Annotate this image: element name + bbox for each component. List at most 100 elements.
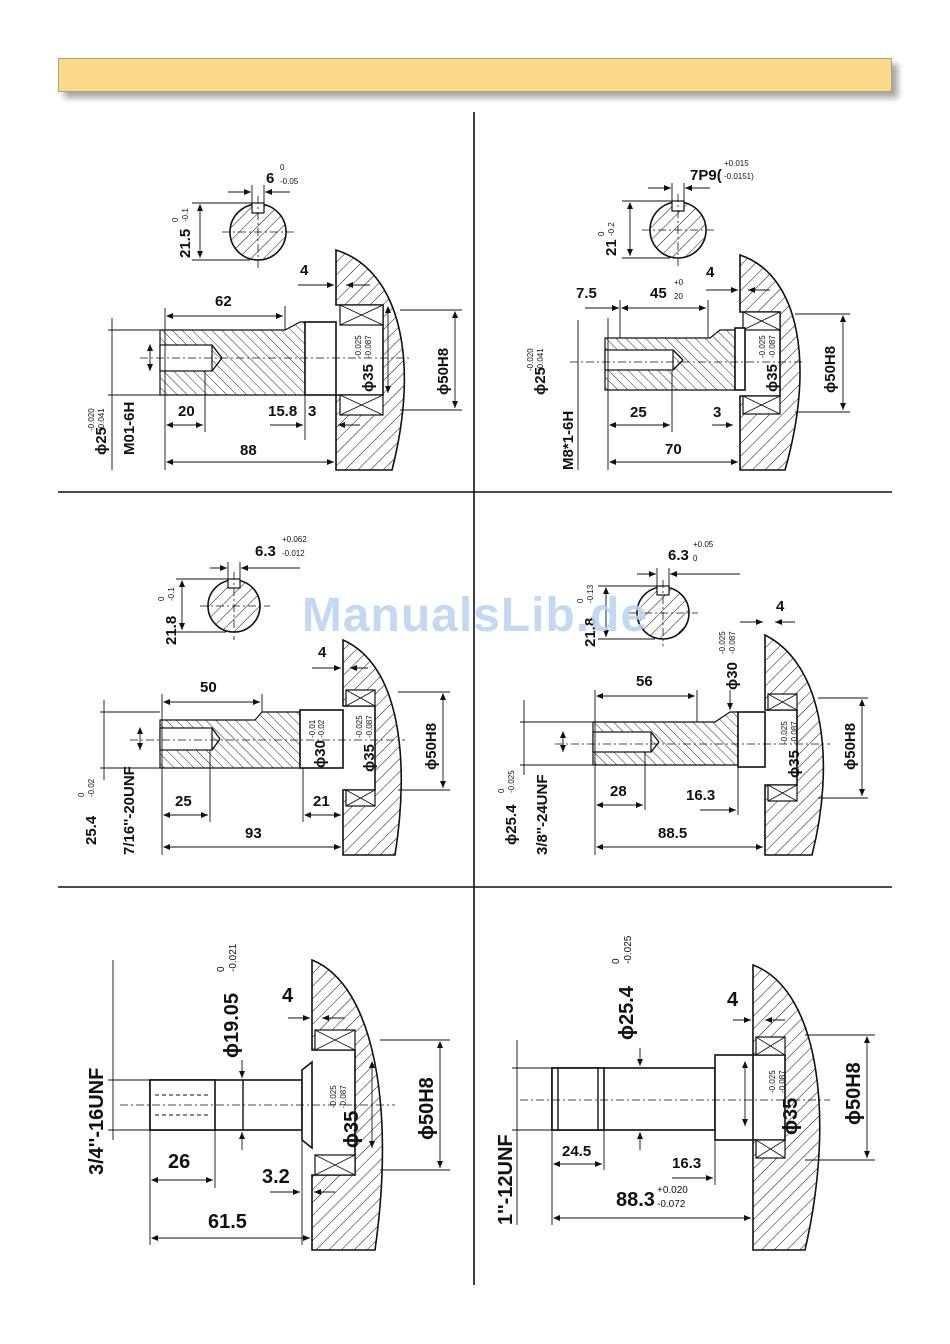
key-depth-label: 21.5 [177, 229, 194, 258]
dim-88: 88 [240, 442, 257, 459]
key-width-tol-top: 0 [280, 163, 285, 172]
dim-4-p4: 4 [776, 598, 785, 615]
shaft-dia-5-tol-bot: -0.021 [228, 943, 239, 972]
panel-2-m8-shaft: 7P9( +0.015 -0.0151) 21 0 -0.2 7.5 45 +0… [526, 159, 850, 471]
panel-1-m10-shaft: 6 0 -0.05 21.5 0 -0.1 62 4 20 15.8 [87, 163, 462, 471]
dim-45: 45 [650, 285, 667, 302]
bore-4-tol-bot: -0.087 [790, 721, 799, 744]
key-width-3-tol-bot: -0.012 [282, 549, 305, 558]
key-section-2 [622, 183, 716, 266]
key-depth-label-3: 21.8 [163, 616, 180, 645]
key-depth-2-tol-top: 0 [597, 231, 606, 236]
key-width-3-tol-top: +0.062 [282, 535, 307, 544]
dim-93: 93 [245, 825, 262, 842]
shaft-dia-4-tol-bot: -0.025 [507, 770, 516, 793]
panel-4-3-8unf-shaft: 6.3 +0.05 0 21.8 0 -0.13 56 4 28 16.3 88… [497, 540, 868, 856]
shaft-dia-5-tol-top: 0 [216, 966, 227, 972]
dim-88-5: 88.5 [658, 825, 687, 842]
key-depth-label-2: 21 [603, 239, 620, 256]
shaft-dia-2-tol-top: -0.020 [526, 348, 535, 371]
key-depth-4-tol-bot: -0.13 [586, 584, 595, 603]
bore-4-tol-top: -0.025 [780, 721, 789, 744]
bore-6-tol-top: -0.025 [768, 1070, 777, 1093]
thread-1: M01-6H [121, 402, 138, 455]
dim-28: 28 [610, 783, 627, 800]
dim-56: 56 [636, 673, 653, 690]
dim-3: 3 [308, 403, 316, 420]
dim-50: 50 [200, 679, 217, 696]
shaft-dia-3-tol-top: 0 [77, 792, 86, 797]
housing-2: ϕ50H8 [822, 346, 839, 393]
bore-1-tol-bot: -0.087 [364, 335, 373, 358]
dim-25-p3: 25 [175, 793, 192, 810]
dim-88-3-tol-bot: -0.072 [657, 1199, 686, 1210]
neck-4-tol-bot: -0.087 [728, 631, 737, 654]
shaft-dia-1: ϕ25 [93, 427, 110, 455]
dim-4-p6: 4 [727, 989, 739, 1011]
bore-4: ϕ35 [786, 750, 803, 778]
key-depth-2-tol-bot: -0.2 [607, 222, 616, 236]
dim-61-5: 61.5 [208, 1211, 247, 1233]
watermark: ManualsLib.de [301, 589, 649, 642]
housing-section-2 [739, 253, 801, 471]
housing-section-1 [335, 248, 406, 471]
bore-5-tol-top: -0.025 [329, 1085, 338, 1108]
bore-6-tol-bot: -0.087 [778, 1070, 787, 1093]
neck-3: ϕ30 [312, 740, 329, 768]
bore-3: ϕ35 [361, 744, 378, 772]
panel-3-7-16unf-shaft: 6.3 +0.062 -0.012 21.8 0 -0.1 50 4 25 21 [77, 535, 450, 856]
dim-4: 4 [300, 262, 309, 279]
shaft-dia-6-tol-bot: -0.025 [623, 935, 634, 964]
key-fit-tol-bot: -0.0151) [724, 172, 754, 181]
housing-1: ϕ50H8 [435, 348, 452, 395]
key-width-tol-bot: -0.05 [280, 177, 299, 186]
key-width-4-tol-top: +0.05 [693, 540, 714, 549]
dim-62: 62 [215, 293, 232, 310]
thread-5: 3/4''-16UNF [86, 1068, 108, 1175]
key-depth-tol-top: 0 [171, 217, 180, 222]
dim-3-p2: 3 [713, 404, 721, 421]
key-width-4-tol-bot: 0 [693, 554, 698, 563]
panel-6-1-12unf-shaft: 1''-12UNF ϕ25.4 0 -0.025 4 24.5 16.3 88.… [495, 935, 875, 1251]
dim-16-3-p4: 16.3 [686, 787, 715, 804]
dim-25-p2: 25 [630, 404, 647, 421]
key-fit-label: 7P9( [690, 167, 722, 184]
key-section-3 [176, 562, 300, 640]
shaft-dia-4-tol-top: 0 [497, 788, 506, 793]
bore-3-tol-bot: -0.087 [365, 715, 374, 738]
dim-4-p5: 4 [282, 985, 294, 1007]
key-depth-3-tol-top: 0 [157, 596, 166, 601]
thread-2: M8*1-6H [560, 411, 577, 470]
neck-4-tol-top: -0.025 [718, 631, 727, 654]
shaft-dia-2: ϕ25 [532, 367, 549, 395]
header-bar [58, 58, 892, 92]
housing-section-6 [752, 963, 821, 1251]
neck-3-tol-top: -0.01 [308, 719, 317, 738]
dim-45-tol-bot: 20 [674, 292, 683, 301]
dim-24-5: 24.5 [562, 1143, 591, 1160]
key-section-1 [192, 185, 296, 268]
key-depth-4-tol-top: 0 [576, 598, 585, 603]
bore-5-tol-bot: -0.087 [339, 1085, 348, 1108]
key-depth-label-4: 21.8 [582, 618, 599, 647]
housing-3: ϕ50H8 [423, 723, 440, 770]
dim-88-3-tol-top: +0.020 [657, 1185, 688, 1196]
bore-5: ϕ35 [341, 1111, 363, 1148]
key-depth-3-tol-bot: -0.1 [167, 587, 176, 601]
dim-70: 70 [665, 441, 682, 458]
thread-4: 3/8''-24UNF [534, 775, 551, 856]
shaft-dia-6: ϕ25.4 [616, 985, 638, 1040]
key-width-label: 6 [266, 170, 274, 187]
thread-6: 1''-12UNF [495, 1134, 517, 1225]
dim-4-p3: 4 [318, 644, 327, 661]
dim-26: 26 [168, 1151, 190, 1173]
dim-88-3: 88.3 [616, 1189, 655, 1211]
key-width-label-4: 6.3 [668, 547, 689, 564]
key-fit-tol-top: +0.015 [724, 159, 749, 168]
dim-3-2: 3.2 [262, 1166, 290, 1188]
key-width-label-3: 6.3 [255, 543, 276, 560]
shaft-dia-3: 25.4 [83, 815, 100, 845]
housing-section-4 [764, 633, 825, 856]
shaft-dia-4: ϕ25.4 [503, 804, 520, 845]
